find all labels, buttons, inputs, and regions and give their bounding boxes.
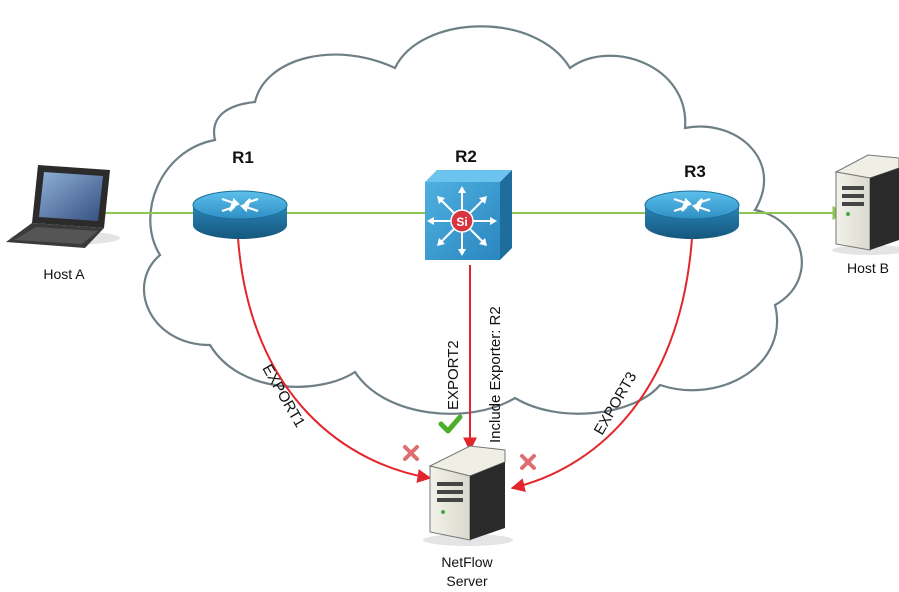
- host-a-laptop-icon: [6, 165, 120, 248]
- netflow-server-label-line1: NetFlow: [441, 554, 493, 570]
- export3-path: [510, 237, 693, 492]
- r3-router-icon: [644, 190, 740, 239]
- netflow-server-label-line2: Server: [446, 573, 488, 589]
- export2-accepted-icon: [438, 414, 463, 434]
- host-b-label: Host B: [847, 260, 889, 276]
- r2-switch-badge: Si: [456, 215, 467, 229]
- export1-rejected-icon: [403, 445, 419, 461]
- export1-path: [237, 237, 432, 483]
- r2-switch-icon: [425, 170, 512, 260]
- netflow-server-icon: [423, 445, 513, 546]
- r2-label: R2: [455, 147, 477, 166]
- export2-label: EXPORT2: [445, 340, 462, 410]
- r3-label: R3: [684, 162, 706, 181]
- filter-label: Include Exporter: R2: [487, 306, 504, 443]
- r1-label: R1: [232, 148, 254, 167]
- export3-rejected-icon: [520, 454, 536, 470]
- host-b-server-icon: [832, 154, 899, 255]
- r1-router-icon: [192, 190, 288, 239]
- host-a-label: Host A: [43, 266, 85, 282]
